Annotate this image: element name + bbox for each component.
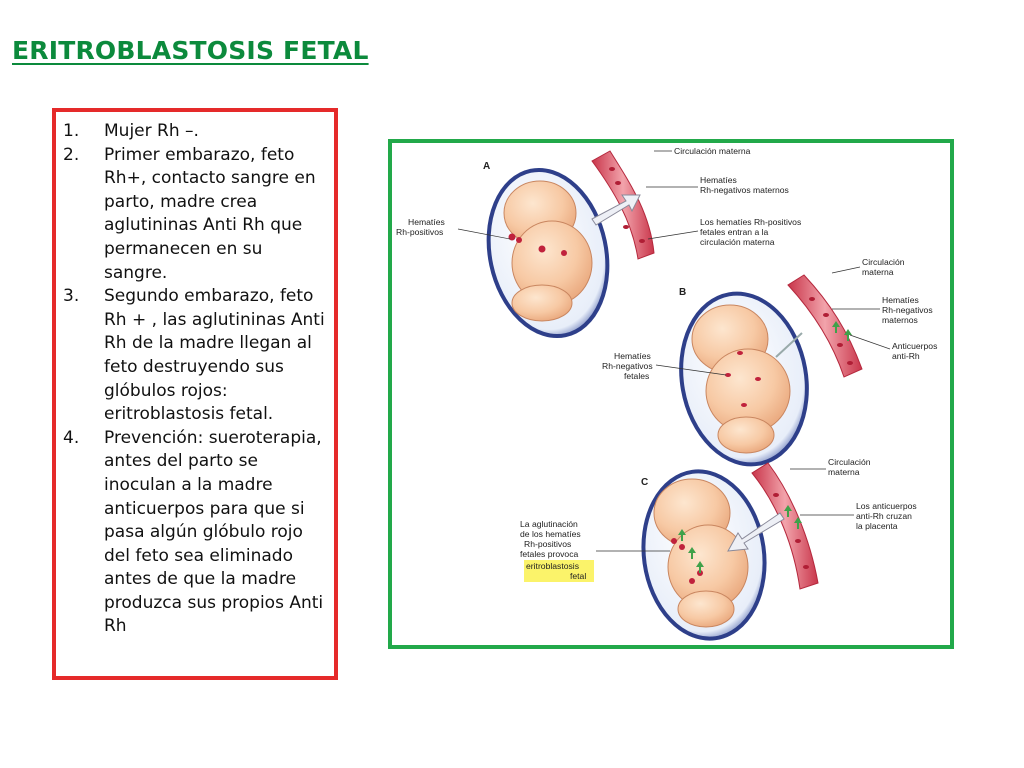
panel-a: A Circulación materna: [396, 146, 801, 339]
panel-c: C Circula: [520, 457, 917, 641]
label-hematies-fetales-b-3: fetales: [624, 371, 649, 381]
agglutination-c: [671, 529, 704, 584]
step-text: Segundo embarazo, feto Rh + , las agluti…: [104, 286, 325, 425]
fetus-a: [503, 180, 593, 322]
label-hematies-maternos-a-1: Hematíes: [700, 175, 737, 185]
panel-b-letter: B: [679, 287, 686, 298]
label-cruzan-c-3: la placenta: [856, 521, 898, 531]
label-highlight-c-1: eritroblastosis: [526, 561, 579, 571]
vessel-cells-c: [773, 493, 809, 569]
panel-b: B Circulación materna: [602, 257, 937, 467]
step-text: Prevención: sueroterapia, antes del part…: [104, 427, 324, 637]
label-circulacion-c-2: materna: [828, 467, 860, 477]
label-hematies-maternos-b-2: Rh-negativos: [882, 305, 933, 315]
label-circulacion-c-1: Circulación: [828, 457, 871, 467]
antibodies-b: [832, 321, 852, 341]
fetal-cells-a: [508, 233, 567, 256]
label-hematies-maternos-b-1: Hematíes: [882, 295, 919, 305]
label-aglutinacion-c-1: La aglutinación: [520, 519, 578, 529]
antibodies-c: [784, 505, 802, 529]
rh-diagram: A Circulación materna: [396, 146, 937, 641]
label-hematies-fetales-a-2: Rh-positivos: [396, 227, 443, 237]
maternal-vessel-c: [751, 462, 819, 590]
step-text: Primer embarazo, feto Rh+, contacto sang…: [104, 144, 316, 283]
label-cruzan-c-1: Los anticuerpos: [856, 501, 917, 511]
step-item: 3. Segundo embarazo, feto Rh + , las aglu…: [56, 285, 334, 427]
step-number: 3.: [63, 286, 80, 307]
step-item: 2. Primer embarazo, feto Rh+, contacto sa…: [56, 144, 334, 286]
panel-a-letter: A: [483, 161, 490, 172]
step-number: 4.: [63, 427, 80, 448]
figure-box: A Circulación materna: [388, 139, 954, 649]
fetal-cells-b: [725, 351, 761, 407]
fetus-b: [691, 304, 791, 454]
label-hematies-maternos-b-3: maternos: [882, 315, 918, 325]
step-text: Mujer Rh –.: [104, 121, 199, 141]
arrow-a: [591, 194, 641, 226]
label-circulacion-b-2: materna: [862, 267, 894, 277]
label-hematies-fetales-a-1: Hematíes: [408, 217, 445, 227]
label-entran-a-3: circulación materna: [700, 237, 775, 247]
step-number: 1.: [63, 121, 80, 141]
steps-box: 1. Mujer Rh –. 2. Primer embarazo, feto Rh…: [52, 108, 338, 680]
label-entran-a-1: Los hematíes Rh-positivos: [700, 217, 801, 227]
label-entran-a-2: fetales entran a la: [700, 227, 769, 237]
label-hematies-fetales-b-1: Hematíes: [614, 351, 651, 361]
step-number: 2.: [63, 144, 80, 165]
label-circulacion-a: Circulación materna: [674, 146, 751, 156]
label-aglutinacion-c-4: fetales provoca: [520, 549, 579, 559]
label-circulacion-b-1: Circulación: [862, 257, 905, 267]
maternal-vessel-b: [787, 274, 863, 378]
label-highlight-c-2: fetal: [570, 571, 586, 581]
label-anticuerpos-b-1: Anticuerpos: [892, 341, 937, 351]
step-item: 1. Mujer Rh –.: [56, 120, 334, 144]
slide-title: ERITROBLASTOSIS FETAL: [12, 36, 369, 65]
highlight-box: [524, 560, 594, 582]
panel-c-letter: C: [641, 477, 648, 488]
fetus-c: [653, 478, 749, 628]
step-item: 4. Prevención: sueroterapia, antes del pa…: [56, 427, 334, 639]
label-hematies-maternos-a-2: Rh-negativos maternos: [700, 185, 789, 195]
label-aglutinacion-c-3: Rh-positivos: [524, 539, 571, 549]
steps-list: 1. Mujer Rh –. 2. Primer embarazo, feto Rh…: [56, 120, 334, 639]
vessel-cells-b: [809, 297, 853, 365]
label-hematies-fetales-b-2: Rh-negativos: [602, 361, 653, 371]
cord-b: [775, 332, 803, 358]
label-cruzan-c-2: anti-Rh cruzan: [856, 511, 912, 521]
label-anticuerpos-b-2: anti-Rh: [892, 351, 920, 361]
arrow-c: [727, 512, 785, 552]
label-aglutinacion-c-2: de los hematíes: [520, 529, 581, 539]
